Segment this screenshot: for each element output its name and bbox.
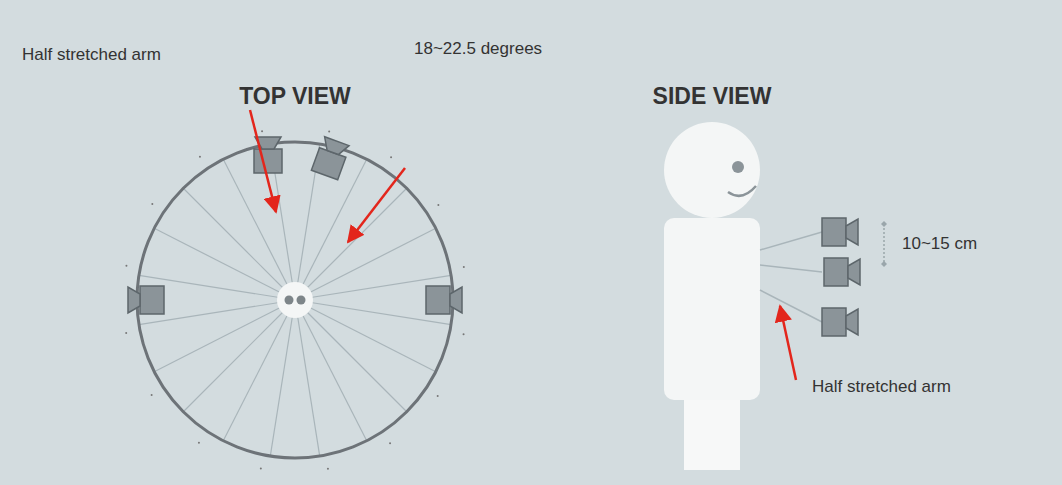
camera-icon xyxy=(426,286,462,314)
pointer-arrow xyxy=(348,168,405,242)
arm-line xyxy=(760,290,822,322)
spoke-line xyxy=(295,300,407,412)
dimension-label: 10~15 cm xyxy=(902,235,977,254)
head-top xyxy=(277,282,313,318)
side-view-figure xyxy=(664,122,887,470)
spoke-line xyxy=(295,300,320,456)
person-head xyxy=(664,122,760,218)
dimension-end xyxy=(881,221,887,227)
view-heading: TOP VIEW xyxy=(239,84,351,109)
camera-icon xyxy=(128,286,164,314)
eye-dot xyxy=(285,296,294,305)
tick-dot xyxy=(151,394,153,396)
arm-line xyxy=(760,265,822,272)
spoke-line xyxy=(183,188,295,300)
tick-dot xyxy=(390,156,392,158)
tick-dot xyxy=(389,442,391,444)
camera-icon xyxy=(822,218,858,246)
tick-dot xyxy=(260,468,262,470)
tick-dot xyxy=(198,442,200,444)
person-smile xyxy=(728,186,756,196)
tick-dot xyxy=(151,203,153,205)
pointer-arrow xyxy=(250,110,276,212)
tick-dot xyxy=(463,266,465,268)
spoke-line xyxy=(183,300,295,412)
tick-dot xyxy=(437,204,439,206)
dimension-line xyxy=(883,224,885,264)
view-heading: SIDE VIEW xyxy=(653,84,772,109)
spoke-line xyxy=(295,300,436,372)
tick-dot xyxy=(199,156,201,158)
person-eye xyxy=(732,161,744,173)
person-legs xyxy=(684,395,740,470)
callout-label: Half stretched arm xyxy=(812,378,951,397)
callout-label: Half stretched arm xyxy=(22,46,161,65)
pointer-arrow xyxy=(780,306,796,380)
tick-dot xyxy=(328,130,330,132)
arm-circle xyxy=(137,142,453,458)
camera-icon xyxy=(822,308,858,336)
spoke-line xyxy=(223,300,295,441)
tick-dot xyxy=(327,468,329,470)
spoke-line xyxy=(295,188,407,300)
dimension-end xyxy=(881,261,887,267)
person-body xyxy=(664,218,760,400)
callout-label: 18~22.5 degrees xyxy=(414,40,542,59)
tick-dot xyxy=(463,333,465,335)
camera-icon xyxy=(824,258,860,286)
tick-dot xyxy=(261,130,263,132)
tick-dot xyxy=(125,332,127,334)
spoke-line xyxy=(154,228,295,300)
top-view-figure xyxy=(125,130,465,470)
camera-icon xyxy=(311,136,350,179)
tick-dot xyxy=(437,395,439,397)
eye-dot xyxy=(297,296,306,305)
arm-line xyxy=(760,232,822,250)
tick-dot xyxy=(125,265,127,267)
